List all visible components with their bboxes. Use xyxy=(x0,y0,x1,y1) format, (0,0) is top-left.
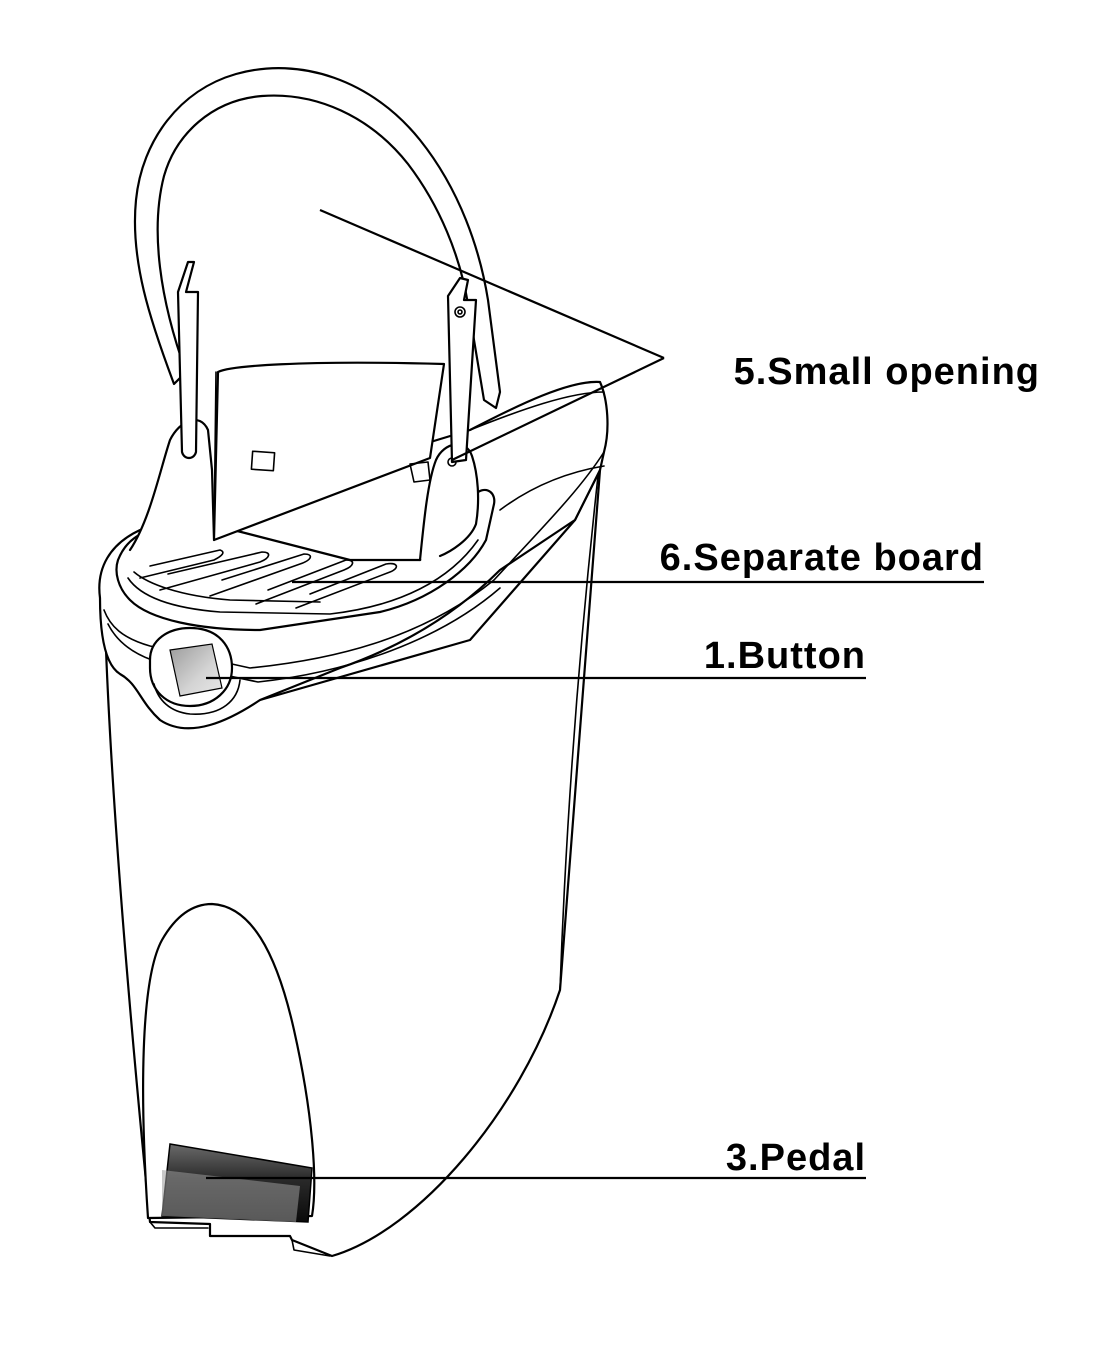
separate-board xyxy=(115,361,496,632)
opening-flap[interactable] xyxy=(133,67,502,464)
label-pedal: 3.Pedal xyxy=(726,1137,866,1179)
pedal-recess xyxy=(142,902,316,1220)
leader-lines xyxy=(206,208,984,1180)
button[interactable] xyxy=(148,626,241,715)
pedal[interactable] xyxy=(161,1143,313,1223)
label-small-opening: 5.Small opening xyxy=(734,351,1040,393)
bin-lid-rim xyxy=(98,380,609,730)
label-separate-board: 6.Separate board xyxy=(660,537,984,579)
callout-labels: 5.Small opening 6.Separate board 1.Butto… xyxy=(660,351,1040,1179)
leader-small-opening-upper xyxy=(319,208,665,360)
leader-small-opening-lower xyxy=(451,357,665,461)
label-button: 1.Button xyxy=(704,635,866,677)
